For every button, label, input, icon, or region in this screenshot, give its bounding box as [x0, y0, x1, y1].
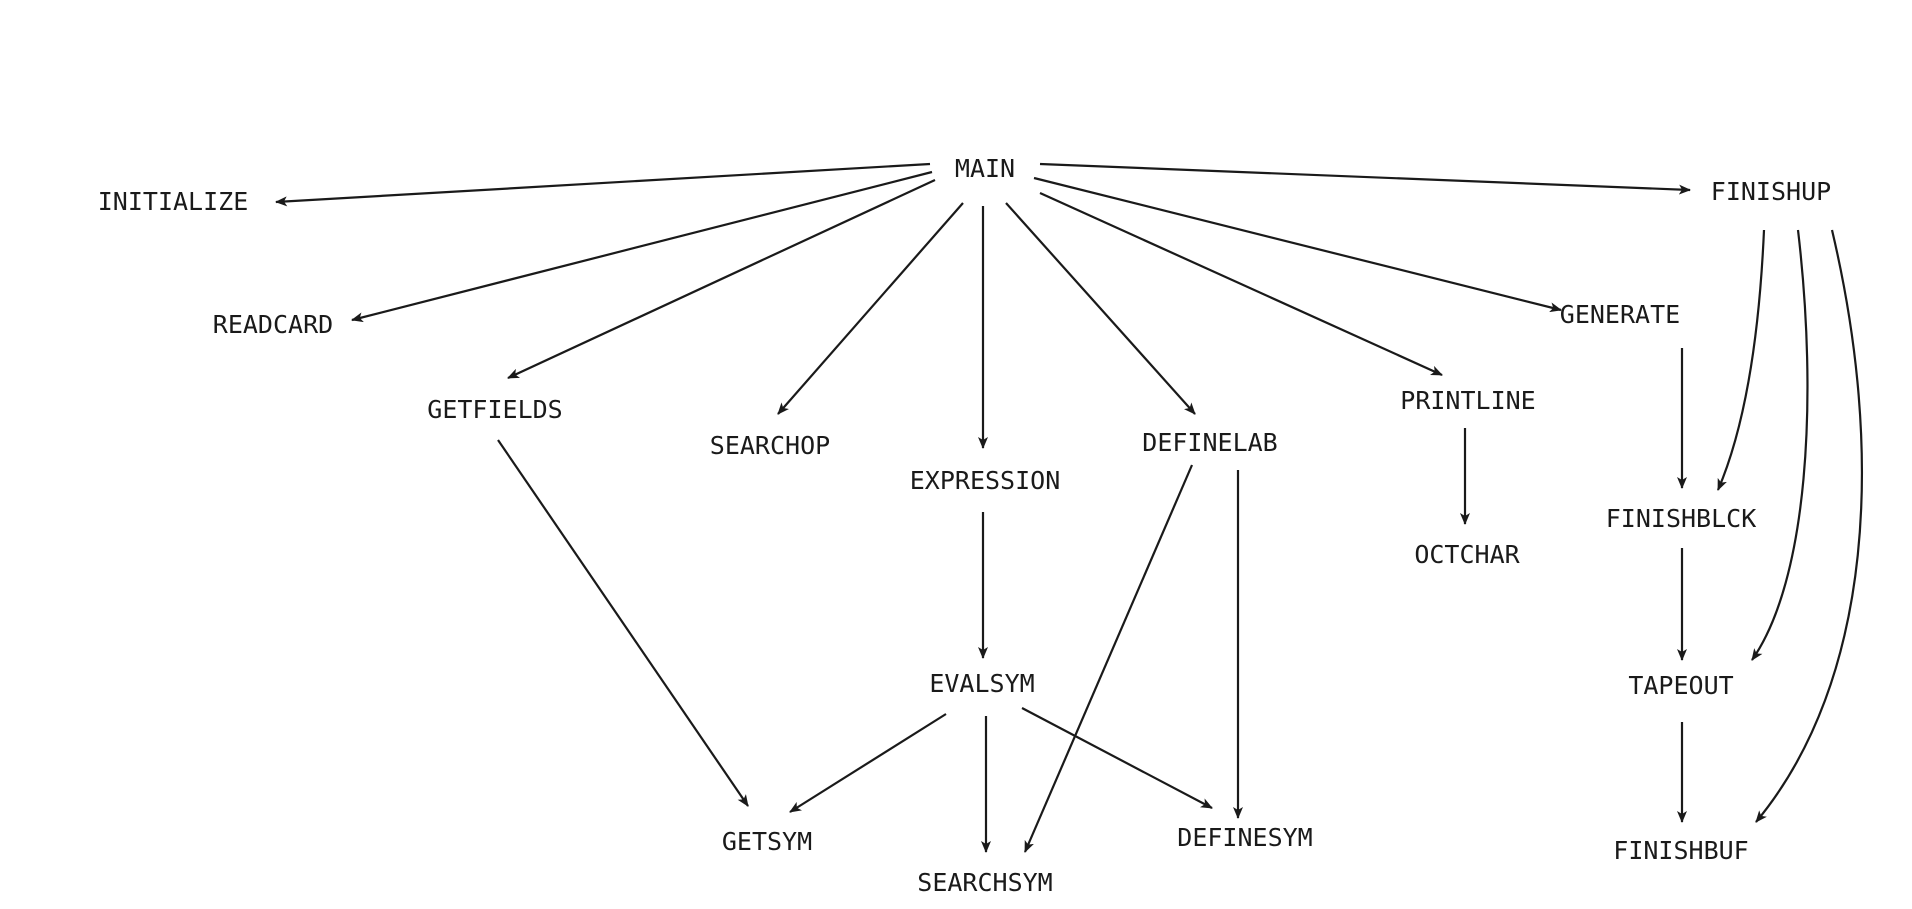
edges: [275, 162, 1863, 853]
node-generate: GENERATE: [1560, 300, 1680, 329]
node-evalsym: EVALSYM: [929, 669, 1034, 698]
edge-evalsym-getsym: [789, 713, 947, 813]
edge-main-getfields: [507, 179, 936, 379]
node-main: MAIN: [955, 154, 1015, 183]
node-finishup: FINISHUP: [1711, 177, 1831, 206]
node-definelab: DEFINELAB: [1142, 428, 1277, 457]
node-searchsym: SEARCHSYM: [917, 868, 1052, 897]
node-readcard: READCARD: [213, 310, 333, 339]
node-printline: PRINTLINE: [1400, 386, 1535, 415]
node-finishblck: FINISHBLCK: [1606, 504, 1757, 533]
edge-finishup-finishbuf: [1755, 229, 1863, 823]
edge-finishup-tapeout: [1751, 229, 1809, 661]
node-getfields: GETFIELDS: [427, 395, 562, 424]
node-getsym: GETSYM: [722, 827, 812, 856]
edge-main-searchop: [777, 202, 964, 415]
node-searchop: SEARCHOP: [710, 431, 830, 460]
node-octchar: OCTCHAR: [1414, 540, 1520, 569]
edge-main-readcard: [351, 170, 933, 323]
nodes: MAIN INITIALIZE FINISHUP READCARD GETFIE…: [98, 154, 1831, 897]
edge-finishup-finishblck: [1716, 229, 1766, 491]
edge-main-finishup: [1039, 162, 1691, 195]
edge-getfields-getsym: [497, 439, 749, 807]
edge-main-printline: [1039, 191, 1443, 377]
node-expression: EXPRESSION: [910, 466, 1061, 495]
edge-main-definelab: [1005, 202, 1196, 415]
edge-main-initialize: [275, 162, 931, 207]
node-finishbuf: FINISHBUF: [1613, 836, 1748, 865]
edge-main-generate: [1033, 176, 1562, 313]
edge-evalsym-definesym: [1021, 707, 1213, 809]
edge-definelab-searchsym: [1023, 464, 1194, 853]
node-tapeout: TAPEOUT: [1628, 671, 1733, 700]
node-definesym: DEFINESYM: [1177, 823, 1312, 852]
node-initialize: INITIALIZE: [98, 187, 249, 216]
